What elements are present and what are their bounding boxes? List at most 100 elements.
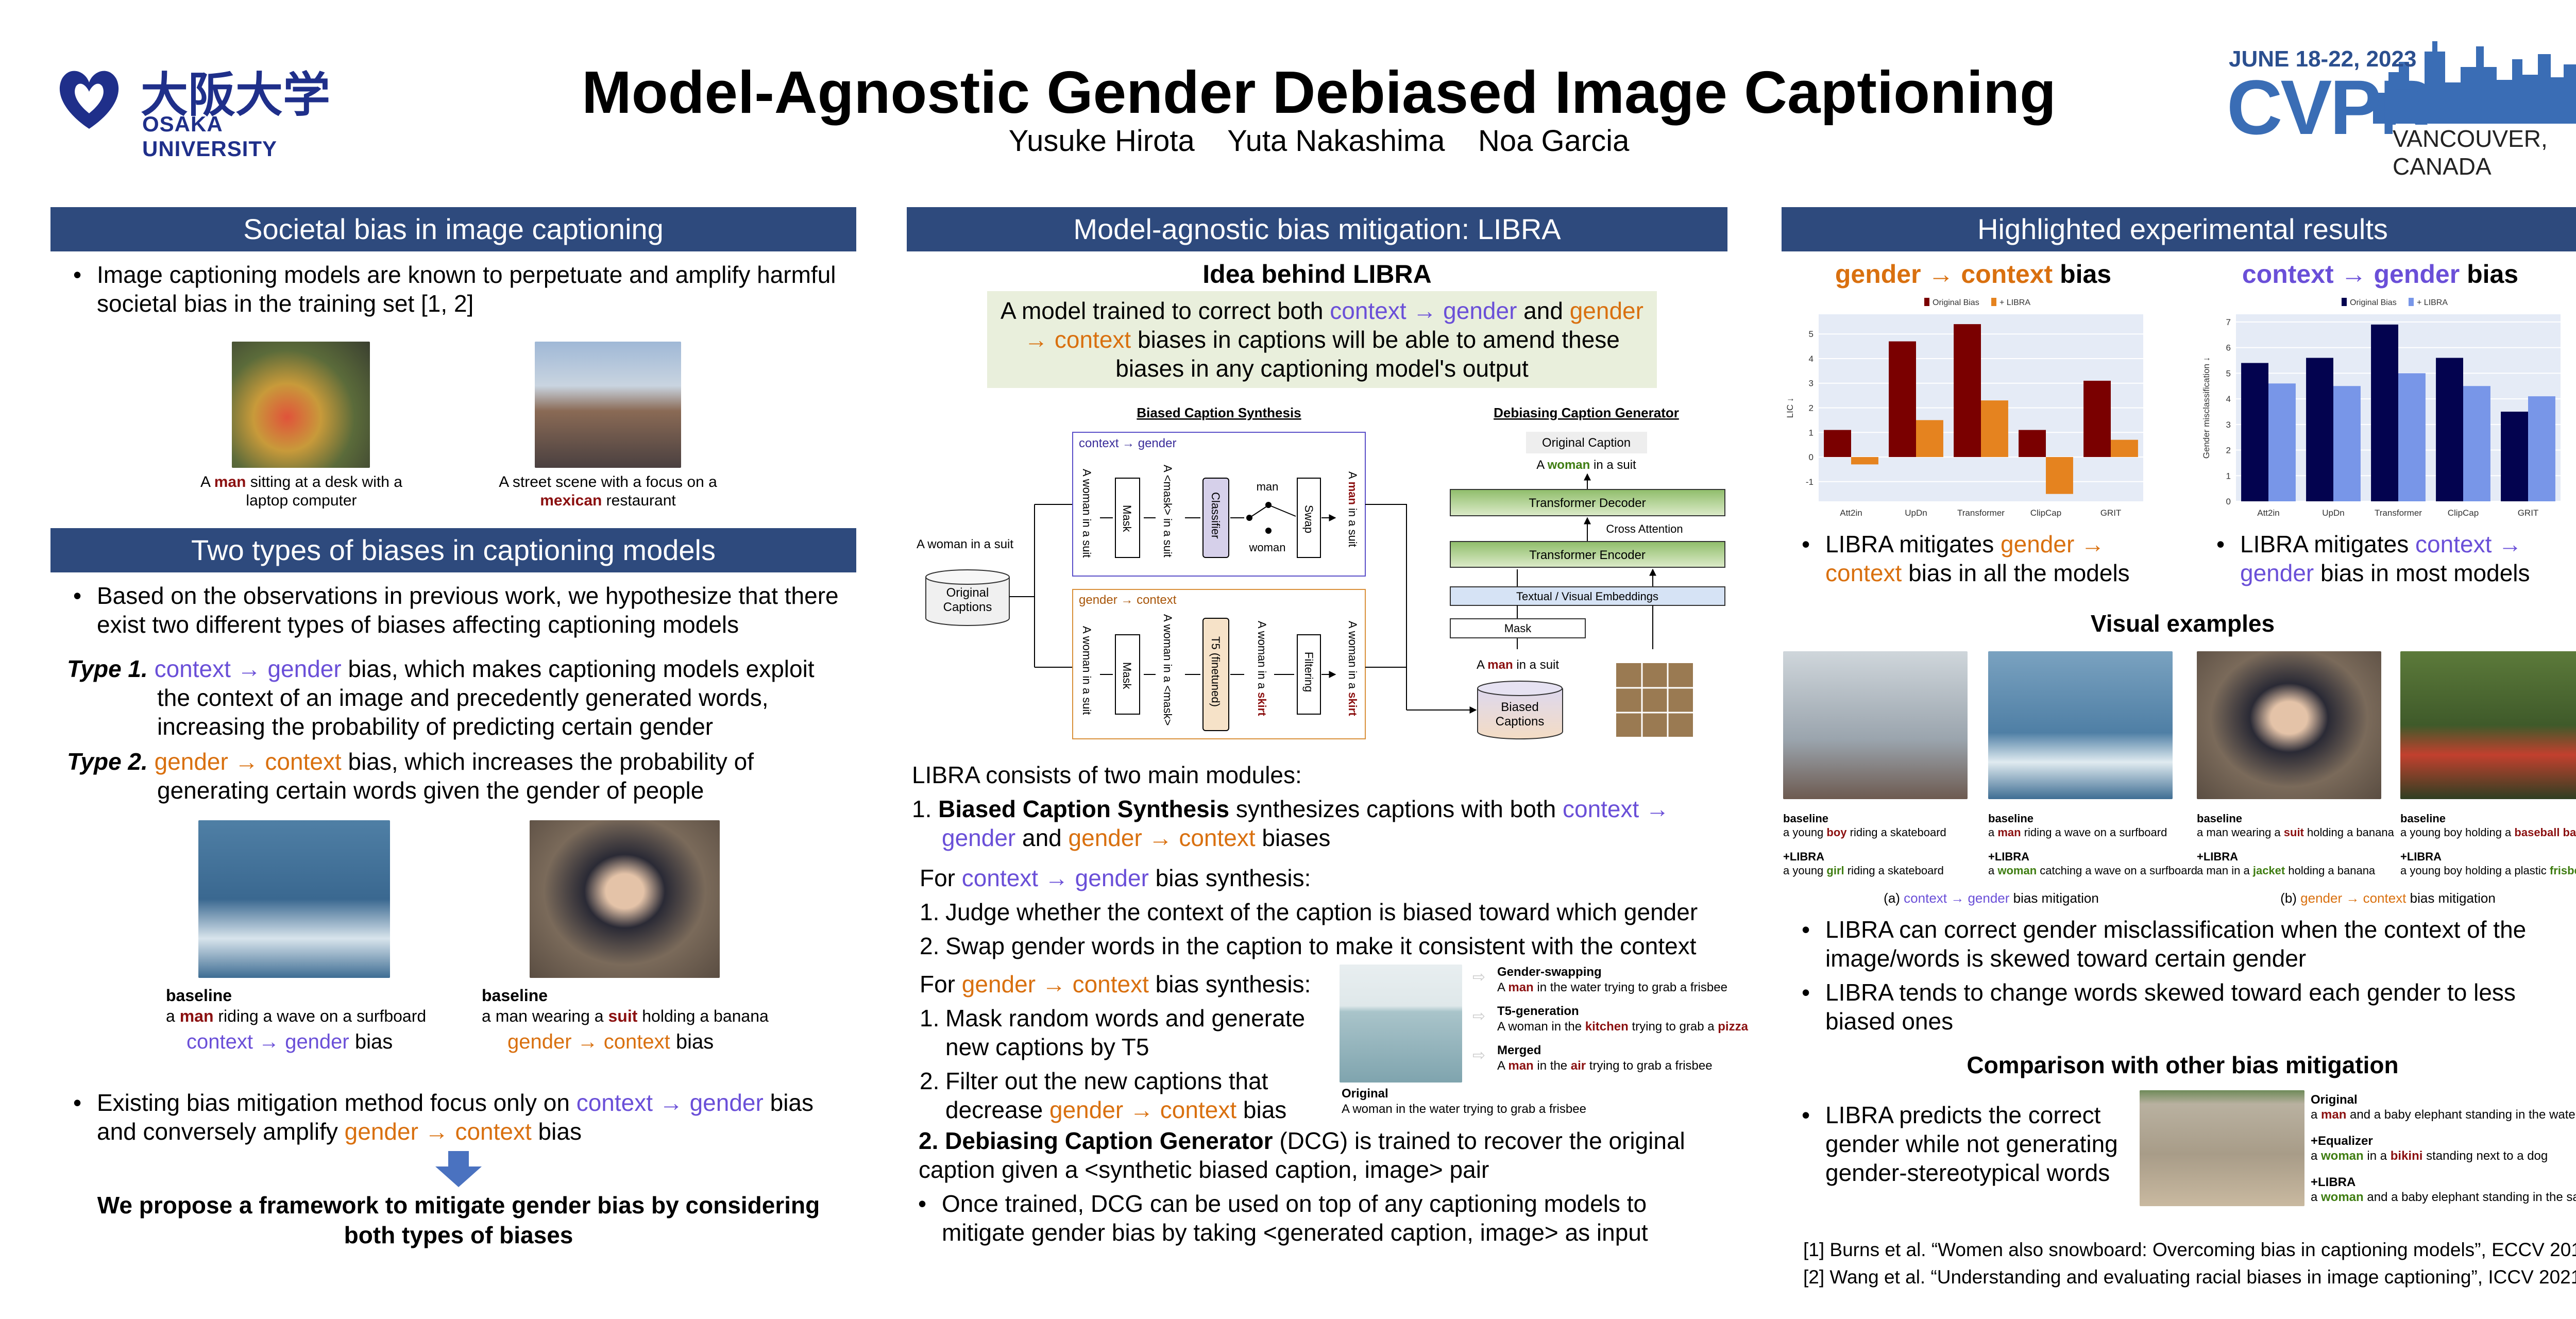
- bullet-result-1: LIBRA mitigates gender → context bias in…: [1795, 530, 2177, 587]
- svg-text:A woman in a suit: A woman in a suit: [1536, 458, 1636, 472]
- text-segment: suit: [2283, 826, 2304, 839]
- text-segment: gender → context: [344, 1118, 532, 1145]
- visual-example-photo: [1783, 651, 1968, 799]
- svg-text:Original: Original: [946, 586, 989, 600]
- text-segment: a man wearing a: [482, 1007, 608, 1025]
- gender-context-label: gender → context: [1079, 593, 1177, 607]
- x-tick-label: ClipCap: [2448, 508, 2479, 518]
- text-segment: riding a skateboard: [1846, 826, 1946, 839]
- section-header-libra: Model-agnostic bias mitigation: LIBRA: [907, 207, 1727, 251]
- bias-type-label: gender → context bias: [482, 1026, 811, 1057]
- desk-photo: [232, 342, 370, 468]
- context-gender-label: context → gender: [1079, 436, 1176, 450]
- text-segment: gender → context: [1049, 1096, 1237, 1123]
- svg-text:A woman in a suit: A woman in a suit: [1080, 469, 1093, 557]
- section-header-societal-bias: Societal bias in image captioning: [50, 207, 856, 251]
- svg-text:Swap: Swap: [1302, 505, 1315, 533]
- example2: baseline a man wearing a suit holding a …: [482, 985, 811, 1057]
- bar-originalbias: [2371, 324, 2398, 501]
- text-segment: context → gender: [1330, 297, 1517, 324]
- arrow-right-icon: ⇨: [1472, 1008, 1486, 1025]
- frisbee-photo: [1340, 965, 1462, 1083]
- text-segment: A: [200, 474, 214, 491]
- x-tick-label: UpDn: [1905, 508, 1927, 518]
- text-segment: For: [920, 865, 962, 891]
- bullet-hypothesis: Based on the observations in previous wo…: [67, 581, 850, 639]
- text-segment: a: [2311, 1190, 2321, 1204]
- x-tick-label: GRIT: [2100, 508, 2122, 518]
- gc-synthesis-heading: For gender → context bias synthesis:: [920, 970, 1340, 999]
- y-tick-label: -1: [1806, 477, 1814, 487]
- original-caption-label: Original Caption: [1542, 436, 1631, 450]
- module1-description: 1. Biased Caption Synthesis synthesizes …: [912, 794, 1731, 852]
- x-tick-label: Transformer: [2375, 508, 2422, 518]
- text-segment: 1.: [912, 796, 939, 822]
- chart1-heading: gender → context bias: [1777, 259, 2169, 289]
- text-segment: biases in captions will be able to amend…: [1115, 326, 1620, 382]
- cg-synthesis-heading: For context → gender bias synthesis:: [920, 864, 1731, 892]
- street-photo-caption: A street scene with a focus on a mexican…: [484, 473, 732, 510]
- text-segment: bias: [670, 1030, 714, 1053]
- legend-swatch: [1991, 298, 1996, 306]
- transformer-decoder: [1450, 489, 1725, 516]
- module2-description: 2. Debiasing Caption Generator (DCG) is …: [919, 1126, 1731, 1184]
- text-segment: A woman in the: [1497, 1020, 1585, 1034]
- text-segment: Filter out the new captions that decreas…: [945, 1068, 1268, 1123]
- arrow-row: [67, 1151, 850, 1190]
- svg-text:A man in a suit: A man in a suit: [1346, 471, 1359, 547]
- svg-text:Mask: Mask: [1121, 505, 1133, 533]
- text-segment: bias: [2053, 260, 2112, 289]
- svg-text:T5 (finetuned): T5 (finetuned): [1209, 636, 1222, 707]
- text-segment: kitchen: [1585, 1020, 1629, 1034]
- bar-originalbias: [1889, 341, 1916, 458]
- text-segment: bias in most models: [2314, 560, 2530, 586]
- text-segment: holding a banana: [2303, 826, 2394, 839]
- text-segment: riding a wave on a surfboard: [213, 1007, 427, 1025]
- cvpr-logo: JUNE 18-22, 2023 CVPR VANCOUVER, CANADA: [2227, 31, 2576, 180]
- bar-originalbias: [2306, 358, 2333, 501]
- text-segment: man: [179, 1007, 214, 1025]
- text-segment: a young boy holding a plastic: [2400, 864, 2550, 877]
- authors: Yusuke Hirota Yuta Nakashima Noa Garcia: [0, 124, 2576, 158]
- text-segment: LIBRA mitigates: [2240, 531, 2416, 557]
- surfer-photo: [198, 820, 390, 978]
- text-segment: jacket: [2252, 864, 2285, 877]
- bar-libra: [2463, 386, 2490, 501]
- bar-libra: [2333, 386, 2361, 501]
- chart2-heading: context → gender bias: [2184, 259, 2576, 289]
- example1: baseline a man riding a wave on a surfbo…: [166, 985, 475, 1057]
- text-segment: catching a wave on a surfboard: [2037, 864, 2198, 877]
- svg-text:A woman in a skirt: A woman in a skirt: [1346, 621, 1359, 716]
- libra-modules-body: LIBRA consists of two main modules: 1. B…: [912, 760, 1748, 1247]
- svg-text:Captions: Captions: [1496, 715, 1545, 729]
- legend-swatch: [2342, 298, 2347, 306]
- gc-step-2: 2.Filter out the new captions that decre…: [920, 1068, 1287, 1123]
- text-segment: in the water trying to grab a frisbee: [1533, 980, 1727, 994]
- text-segment: a: [166, 1007, 180, 1025]
- baseline-label: baseline: [166, 986, 232, 1005]
- bullet-result-2: LIBRA mitigates context → gender bias in…: [2210, 530, 2576, 587]
- text-segment: context → gender: [154, 655, 342, 682]
- y-tick-label: 4: [1809, 354, 1814, 364]
- text-segment: (a): [1884, 890, 1904, 906]
- bullet-result-3: LIBRA can correct gender misclassificati…: [1795, 915, 2576, 973]
- transformer-encoder: [1450, 541, 1725, 568]
- bar-originalbias: [1824, 430, 1851, 458]
- down-arrow-icon: [435, 1151, 482, 1187]
- street-photo: [535, 342, 681, 468]
- dcg-title: Debiasing Caption Generator: [1494, 405, 1679, 420]
- text-segment: man: [214, 474, 246, 491]
- text-segment: (b): [2280, 890, 2301, 906]
- bar-originalbias: [2241, 363, 2268, 501]
- text-segment: sitting at a desk with a laptop computer: [246, 474, 402, 509]
- text-segment: trying to grab a: [1628, 1020, 1718, 1034]
- svg-text:A <mask> in a suit: A <mask> in a suit: [1161, 465, 1174, 557]
- proposal-statement: We propose a framework to mitigate gende…: [97, 1192, 820, 1248]
- biased-captions-db: Biased Captions: [1477, 681, 1563, 740]
- bar-libra: [2111, 439, 2138, 458]
- subcaption-a: (a) context → gender bias mitigation: [1834, 890, 2148, 906]
- frisbee-original: Original A woman in the water trying to …: [1342, 1087, 1586, 1116]
- text-segment: man: [1508, 980, 1534, 994]
- bar-originalbias: [2083, 380, 2111, 458]
